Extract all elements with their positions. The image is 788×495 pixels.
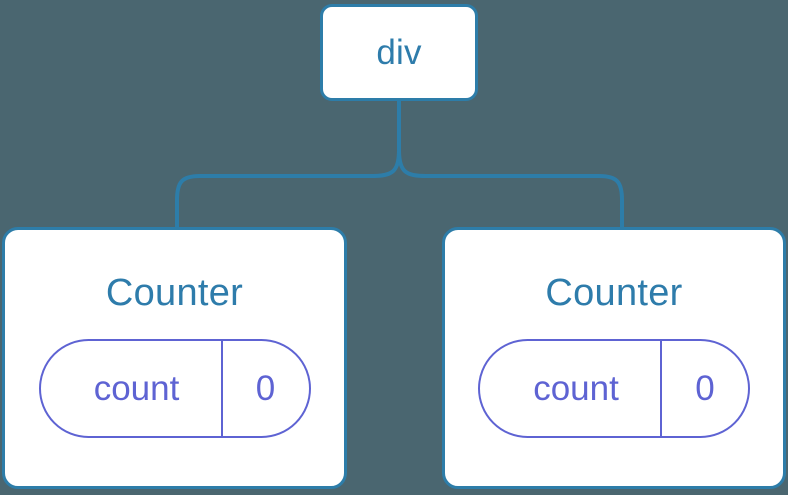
- counter-node-0-state-key: count: [93, 369, 180, 408]
- counter-node-0[interactable]: Counter count 0: [2, 227, 347, 489]
- counter-node-0-state-value: 0: [220, 341, 309, 436]
- connector-branch-left: [175, 149, 401, 230]
- counter-node-1-state-key: count: [533, 369, 619, 408]
- counter-node-0-label: Counter: [105, 272, 244, 314]
- counter-node-1[interactable]: Counter count 0: [442, 227, 786, 489]
- counter-node-1-state-value: 0: [660, 341, 748, 436]
- div-node-label: div: [376, 33, 422, 72]
- connector-branch-right: [397, 149, 624, 230]
- counter-node-1-label: Counter: [545, 272, 683, 314]
- div-node[interactable]: div: [320, 4, 478, 101]
- counter-node-1-state-pill[interactable]: count 0: [478, 339, 750, 438]
- counter-node-0-state-pill[interactable]: count 0: [38, 339, 311, 438]
